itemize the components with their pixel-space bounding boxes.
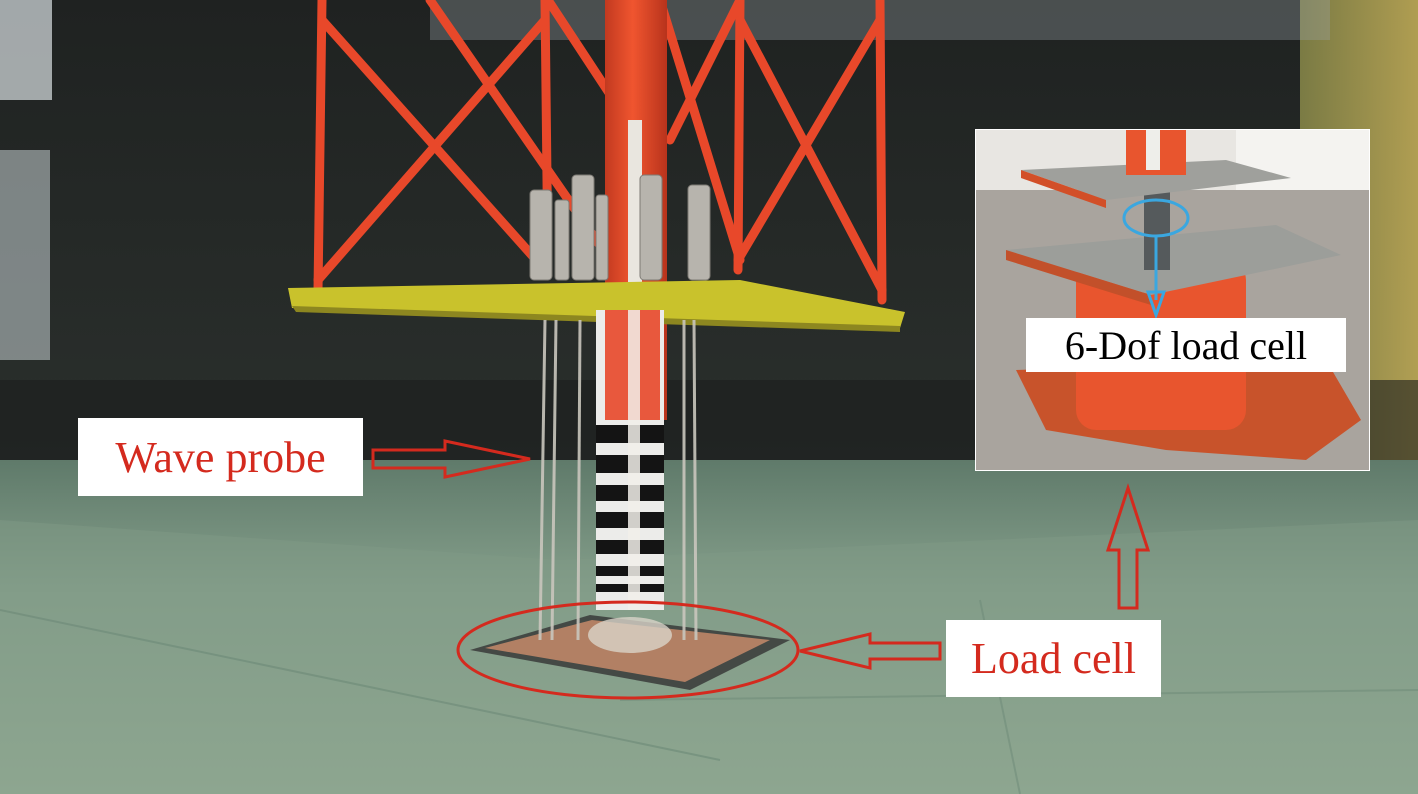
wave-probe-label: Wave probe [78, 418, 363, 496]
inset-load-cell-photo [976, 130, 1369, 470]
load-cell-label: Load cell [946, 620, 1161, 697]
inset-load-cell-label: 6-Dof load cell [1026, 318, 1346, 372]
inset-photo [976, 130, 1369, 470]
